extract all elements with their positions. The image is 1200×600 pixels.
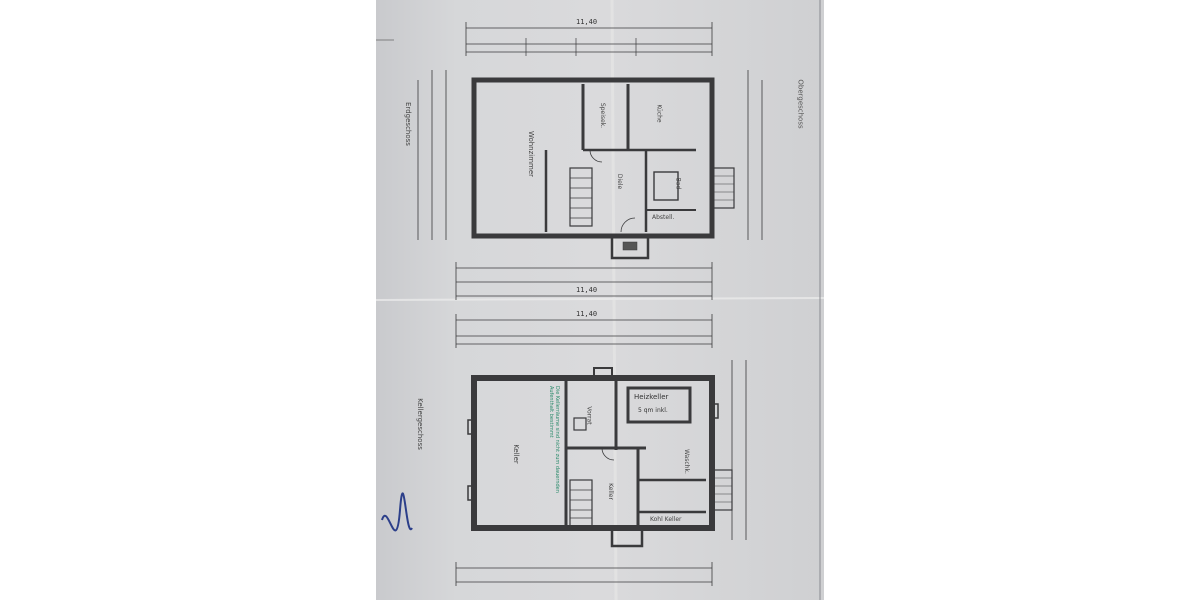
room-heating-sub: 5 qm inkl. xyxy=(638,407,668,414)
upper-plan-bottom-dim: 11,40 xyxy=(576,286,598,294)
room-coal: Kohl Keller xyxy=(650,516,682,523)
room-heating: Heizkeller xyxy=(634,393,669,401)
room-storage: Vorrat xyxy=(585,406,593,425)
upper-plan-total-dim: 11,40 xyxy=(576,18,598,26)
room-wc: Abstell. xyxy=(652,214,675,221)
lower-plan-total-dim: 11,40 xyxy=(576,310,598,318)
lower-plan xyxy=(455,314,747,586)
right-margin-note: Obergeschoss xyxy=(796,79,805,129)
room-wash: Waschk. xyxy=(682,449,690,474)
blueprint-sheet: 11,40 11,40 11,40 Wohnzimmer Speisek. Kü… xyxy=(376,0,824,600)
side-label-upper: Erdgeschoss xyxy=(403,102,412,146)
floor-plan-drawing xyxy=(376,0,824,600)
signature-mark xyxy=(381,492,413,532)
room-hall: Diele xyxy=(616,173,624,190)
room-kitchen: Küche xyxy=(655,104,663,123)
room-living: Wohnzimmer xyxy=(527,130,536,178)
room-bath: Bad xyxy=(674,177,682,190)
room-stair: Keller xyxy=(606,483,614,500)
green-note: Die Kellerräume sind nicht zum dauernden… xyxy=(548,386,560,493)
upper-plan xyxy=(417,22,763,300)
room-cellar: Keller xyxy=(511,444,520,464)
side-label-lower: Kellergeschoss xyxy=(415,398,424,450)
room-pantry: Speisek. xyxy=(599,102,607,129)
